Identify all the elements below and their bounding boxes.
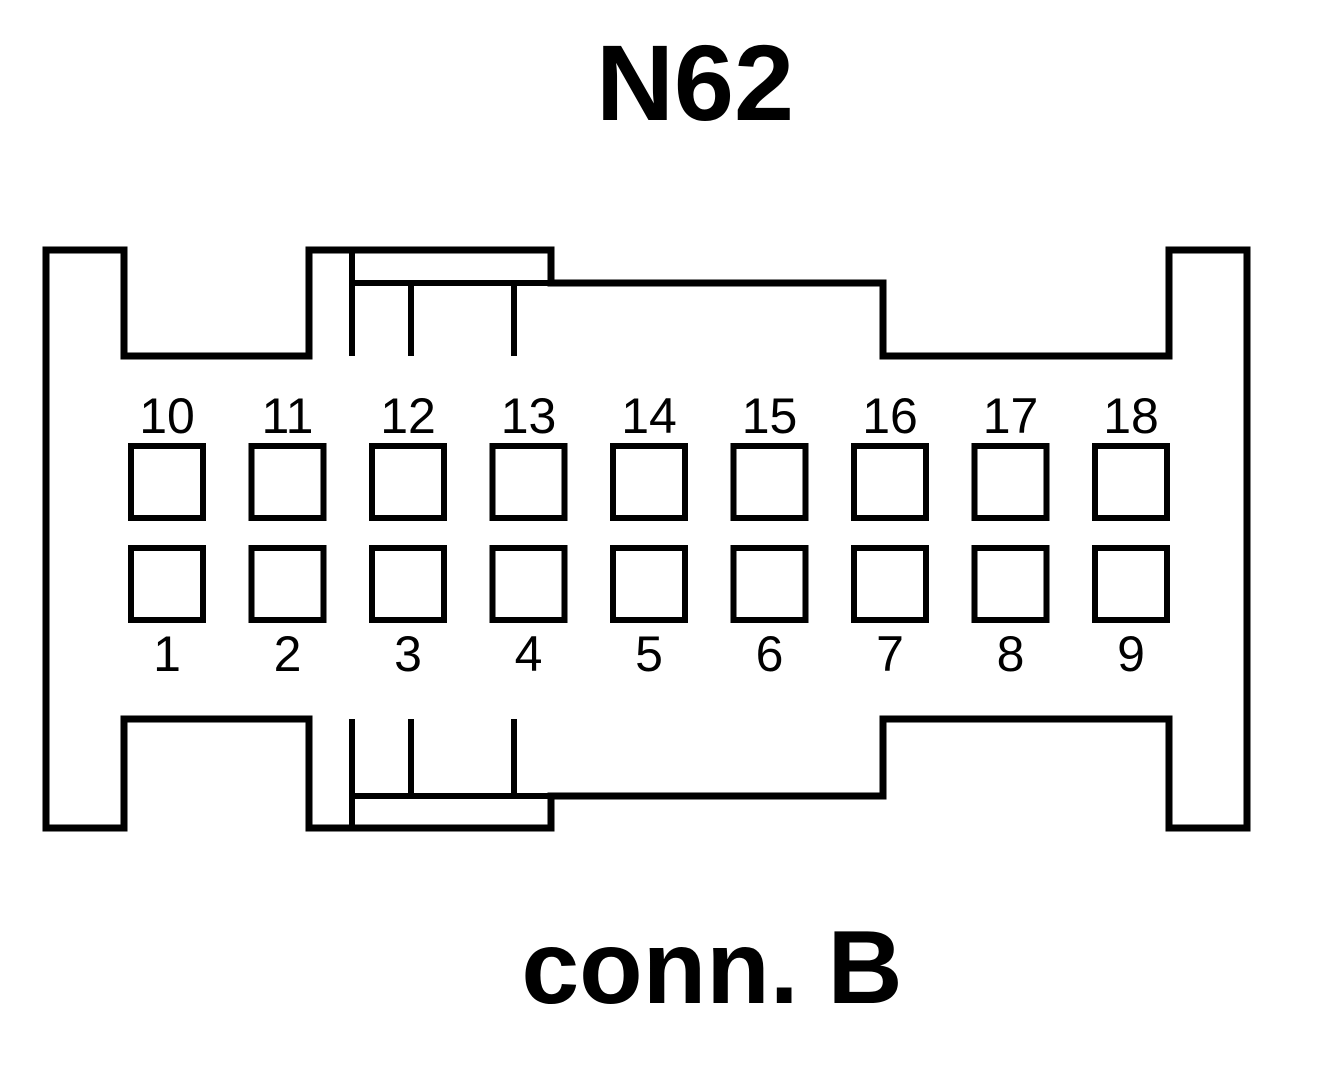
bottom-latch <box>349 719 551 828</box>
pin-number-label: 10 <box>139 388 195 444</box>
pin-4: 4 <box>489 545 568 682</box>
pin-number-label: 16 <box>862 388 918 444</box>
pin-number-label: 5 <box>635 626 663 682</box>
pin-number-label: 18 <box>1103 388 1159 444</box>
pin-number-label: 7 <box>876 626 904 682</box>
pin-number-label: 4 <box>515 626 543 682</box>
pin-row-bottom: 1 2 3 4 5 6 7 8 9 <box>128 545 1170 682</box>
pin-cavity <box>730 443 809 521</box>
top-latch <box>349 250 551 356</box>
pin-7: 7 <box>851 545 929 682</box>
pin-cavity <box>610 443 688 521</box>
pin-15: 15 <box>730 388 809 521</box>
pin-5: 5 <box>610 545 688 682</box>
pin-12: 12 <box>369 388 447 521</box>
pin-17: 17 <box>971 388 1050 521</box>
pin-number-label: 12 <box>380 388 436 444</box>
connector-housing <box>42 246 1251 832</box>
pin-13: 13 <box>489 388 568 521</box>
pin-cavity <box>128 545 206 623</box>
pin-10: 10 <box>128 388 206 521</box>
pin-cavity <box>1092 443 1170 521</box>
housing-outline <box>42 246 1251 832</box>
pin-cavity <box>971 443 1050 521</box>
pin-8: 8 <box>971 545 1050 682</box>
pin-cavity <box>369 545 447 623</box>
pin-9: 9 <box>1092 545 1170 682</box>
pin-number-label: 8 <box>997 626 1025 682</box>
pin-number-label: 2 <box>274 626 302 682</box>
pin-number-label: 9 <box>1117 626 1145 682</box>
diagram-title: N62 <box>596 22 794 143</box>
pin-number-label: 3 <box>394 626 422 682</box>
pin-11: 11 <box>248 388 327 521</box>
pin-number-label: 6 <box>756 626 784 682</box>
pin-cavity <box>128 443 206 521</box>
pin-number-label: 11 <box>262 388 314 444</box>
pin-cavity <box>248 545 327 623</box>
pin-18: 18 <box>1092 388 1170 521</box>
pin-cavity <box>851 545 929 623</box>
pin-1: 1 <box>128 545 206 682</box>
pin-cavity <box>971 545 1050 623</box>
pin-cavity <box>1092 545 1170 623</box>
pin-cavity <box>489 545 568 623</box>
pin-16: 16 <box>851 388 929 521</box>
pin-6: 6 <box>730 545 809 682</box>
pin-cavity <box>248 443 327 521</box>
pin-number-label: 17 <box>983 388 1039 444</box>
pin-cavity <box>489 443 568 521</box>
pin-14: 14 <box>610 388 688 521</box>
pin-number-label: 14 <box>621 388 677 444</box>
pin-row-top: 10 11 12 13 14 15 16 17 18 <box>128 388 1170 521</box>
pin-cavity <box>851 443 929 521</box>
pin-number-label: 13 <box>501 388 557 444</box>
pin-cavity <box>730 545 809 623</box>
pin-2: 2 <box>248 545 327 682</box>
pin-number-label: 1 <box>153 626 181 682</box>
pin-3: 3 <box>369 545 447 682</box>
pin-cavity <box>369 443 447 521</box>
diagram-subtitle: conn. B <box>521 910 902 1026</box>
pin-cavity <box>610 545 688 623</box>
pin-number-label: 15 <box>742 388 798 444</box>
